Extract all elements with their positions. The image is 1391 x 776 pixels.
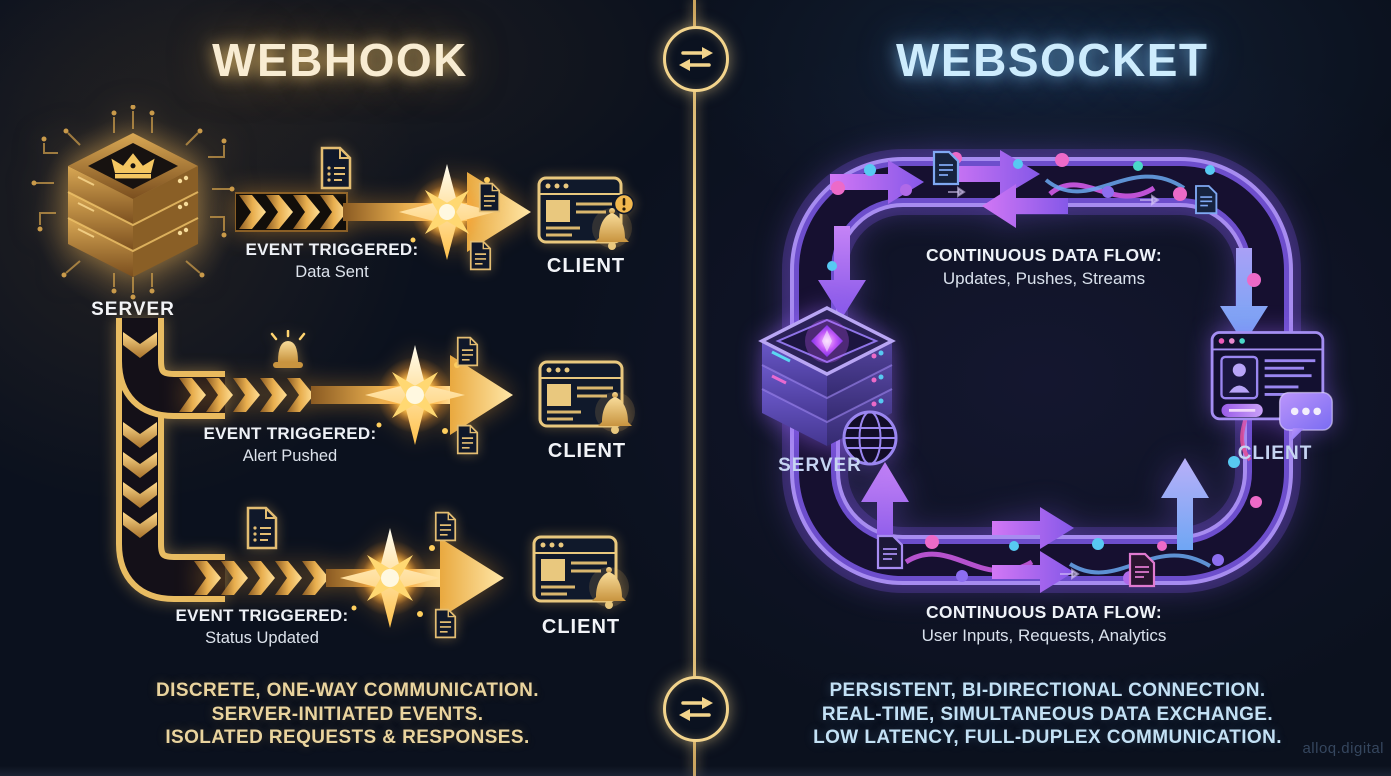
server-slot-lines [77, 176, 95, 238]
webhook-server-label: SERVER [91, 299, 175, 320]
document-icon-purple [876, 534, 904, 570]
webhook-event-1: EVENT TRIGGERED: Data Sent [232, 240, 432, 282]
bell-icon [595, 392, 635, 434]
websocket-client-label: CLIENT [1237, 443, 1313, 464]
arrow-chevrons [179, 378, 314, 412]
webhook-features: DISCRETE, ONE-WAY COMMUNICATION. SERVER-… [115, 679, 580, 750]
globe-icon [842, 410, 898, 466]
webhook-server-icon [31, 105, 235, 300]
event-detail: Data Sent [295, 263, 369, 281]
arrow-chevrons [239, 195, 347, 229]
swap-arrows-icon [679, 697, 713, 721]
webhook-feature-3: ISOLATED REQUESTS & RESPONSES. [165, 727, 530, 748]
websocket-title: WEBSOCKET [896, 34, 1209, 86]
webhook-title: WEBHOOK [212, 34, 468, 86]
webhook-arrow-row2 [179, 345, 513, 445]
circuit-traces-icon [34, 111, 232, 293]
webhook-client-label-2: CLIENT [547, 440, 627, 462]
flow-arrows [818, 150, 1268, 593]
document-list-icon [246, 506, 278, 550]
websocket-feature-3: LOW LATENCY, FULL-DUPLEX COMMUNICATION. [813, 727, 1282, 748]
document-icon [320, 146, 352, 190]
webhook-client-label-1: CLIENT [546, 255, 626, 277]
websocket-feature-2: REAL-TIME, SIMULTANEOUS DATA EXCHANGE. [821, 703, 1274, 725]
document-icon-small [469, 240, 492, 271]
impact-burst-icon [399, 164, 495, 260]
document-icon-small [456, 336, 479, 367]
event-detail: Alert Pushed [242, 447, 338, 465]
crown-icon [111, 153, 155, 179]
webhook-client-label-3: CLIENT [541, 616, 621, 638]
bell-icon [589, 567, 629, 609]
alert-badge-icon [613, 193, 635, 215]
event-title: EVENT TRIGGERED: [245, 240, 419, 259]
document-icon-small [434, 511, 457, 542]
server-indicator-lights [177, 175, 189, 236]
flow-detail: Updates, Pushes, Streams [942, 269, 1146, 288]
webhook-feature-1: DISCRETE, ONE-WAY COMMUNICATION. [156, 680, 539, 701]
chat-bubble-icon [1278, 391, 1333, 442]
event-title: EVENT TRIGGERED: [175, 606, 349, 625]
flow-title: CONTINUOUS DATA FLOW: [925, 245, 1163, 265]
websocket-top-flow: CONTINUOUS DATA FLOW: Updates, Pushes, S… [858, 245, 1230, 289]
impact-burst-icon [365, 345, 465, 445]
impact-burst-icon [340, 528, 440, 628]
webhook-client-icon-3 [532, 535, 629, 609]
swap-arrows-icon-top [663, 26, 729, 92]
websocket-server-label: SERVER [778, 455, 862, 476]
alarm-icon [270, 330, 306, 368]
avatar [1220, 355, 1259, 400]
bell-icon [592, 208, 632, 250]
event-title: EVENT TRIGGERED: [203, 424, 377, 443]
divider-line [693, 0, 696, 776]
document-icon-small [478, 182, 501, 213]
webhook-arrow-row3 [194, 528, 504, 628]
watermark: alloq.digital [1302, 740, 1384, 757]
swap-arrows-icon [679, 47, 713, 71]
webhook-pipe [116, 318, 225, 602]
pipe-chevrons [123, 332, 157, 538]
data-darts [948, 186, 1160, 580]
event-detail: Status Updated [205, 629, 319, 647]
flow-title: CONTINUOUS DATA FLOW: [925, 602, 1163, 622]
document-icon-small [456, 424, 479, 455]
circuit-nodes [31, 105, 235, 300]
webhook-client-icon-2 [538, 360, 635, 434]
websocket-client-icon [1210, 331, 1333, 442]
websocket-server-icon [758, 306, 898, 466]
webhook-event-3: EVENT TRIGGERED: Status Updated [162, 606, 362, 648]
websocket-bottom-flow: CONTINUOUS DATA FLOW: User Inputs, Reque… [858, 602, 1230, 646]
bottom-edge-strip [0, 766, 1391, 776]
webhook-feature-2: SERVER-INITIATED EVENTS. [211, 703, 484, 725]
websocket-feature-1: PERSISTENT, BI-DIRECTIONAL CONNECTION. [829, 680, 1266, 701]
websocket-features: PERSISTENT, BI-DIRECTIONAL CONNECTION. R… [765, 679, 1330, 750]
document-icon-blue [1195, 185, 1218, 215]
flow-detail: User Inputs, Requests, Analytics [921, 626, 1167, 645]
document-icon-small [434, 608, 457, 639]
document-icon-pink [1128, 552, 1156, 588]
server-indicator-lights [871, 350, 884, 407]
swap-arrows-icon-bottom [663, 676, 729, 742]
arrow-chevrons [194, 561, 329, 595]
document-icon-blue [932, 150, 960, 186]
webhook-event-2: EVENT TRIGGERED: Alert Pushed [190, 424, 390, 466]
webhook-client-icon-1 [537, 176, 635, 250]
